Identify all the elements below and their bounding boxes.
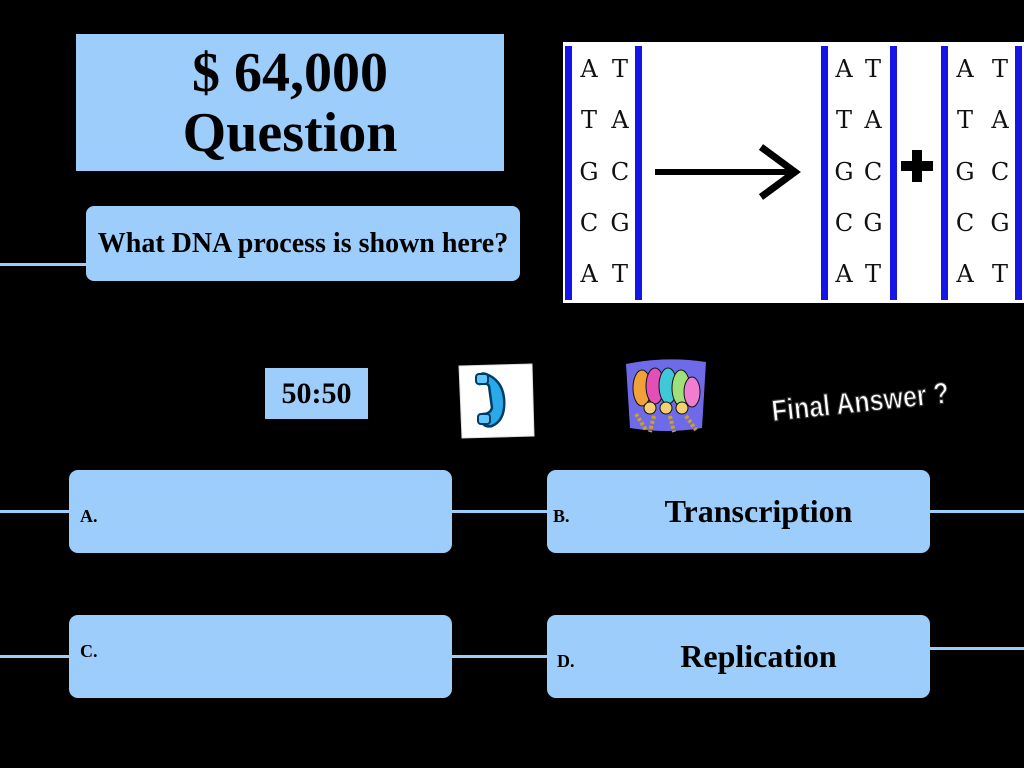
- product1-strand-bar-2: [890, 46, 897, 300]
- answer-row1-line-right: [928, 510, 1024, 513]
- question-connector-line: [0, 263, 90, 266]
- product2-base-2-left: T: [957, 106, 973, 134]
- product2-strand-bar-2: [1015, 46, 1022, 300]
- right-arrow-icon: [655, 144, 801, 200]
- answer-c-button[interactable]: C.: [69, 615, 452, 698]
- question-box: What DNA process is shown here?: [86, 206, 520, 281]
- product1-base-1-right: T: [865, 55, 881, 83]
- answer-d-button[interactable]: D. Replication: [547, 615, 930, 698]
- plus-icon: [901, 150, 933, 182]
- product2-base-1-right: T: [992, 55, 1008, 83]
- answer-row1-line-left: [0, 510, 70, 513]
- answer-row1-line-mid: [450, 510, 550, 513]
- product2-base-5-left: A: [955, 260, 974, 288]
- answer-d-text: Replication: [680, 638, 837, 674]
- answer-a-text: [109, 470, 452, 553]
- ask-the-audience-button[interactable]: [620, 358, 712, 436]
- left-strand-base-3-right: C: [611, 158, 629, 186]
- answer-c-text: [109, 615, 452, 698]
- product2-base-3-left: G: [955, 158, 974, 186]
- left-strand-base-5-right: T: [612, 260, 628, 288]
- product2-base-3-right: C: [991, 158, 1009, 186]
- answer-row2-line-mid: [450, 655, 550, 658]
- product1-base-4-left: C: [835, 209, 853, 237]
- answer-a-letter: A.: [80, 506, 98, 526]
- product2-strand-bar-1: [941, 46, 948, 300]
- prize-title: $ 64,000 Question: [76, 34, 504, 171]
- product1-base-5-right: T: [865, 260, 881, 288]
- fifty-fifty-label: 50:50: [281, 376, 352, 410]
- answer-b-text: Transcription: [664, 493, 853, 529]
- fifty-fifty-lifeline-button[interactable]: 50:50: [264, 367, 369, 420]
- left-strand-base-2-left: T: [581, 106, 597, 134]
- final-answer-button[interactable]: Final Answer ?: [765, 370, 955, 430]
- product1-base-1-left: A: [834, 55, 853, 83]
- phone-a-friend-button[interactable]: [456, 362, 535, 440]
- left-strand-base-4-right: G: [610, 209, 629, 237]
- final-answer-graphic: Final Answer ?: [769, 376, 951, 429]
- left-strand-base-3-left: G: [579, 158, 598, 186]
- prize-amount: $ 64,000: [192, 41, 388, 104]
- product1-base-5-left: A: [834, 260, 853, 288]
- left-strand-base-1-left: A: [579, 55, 598, 83]
- product2-base-4-right: G: [990, 209, 1009, 237]
- answer-a-button[interactable]: A.: [69, 470, 452, 553]
- product1-base-2-right: A: [863, 106, 882, 134]
- product1-base-4-right: G: [863, 209, 882, 237]
- left-strand-base-5-left: A: [579, 260, 598, 288]
- product1-strand-bar-1: [821, 46, 828, 300]
- prize-label: Question: [182, 101, 398, 164]
- left-strand-base-4-left: C: [580, 209, 598, 237]
- answer-b-button[interactable]: B. Transcription: [547, 470, 930, 553]
- question-text: What DNA process is shown here?: [97, 227, 509, 259]
- phone-icon: [458, 363, 535, 439]
- product2-base-5-right: T: [992, 260, 1008, 288]
- product2-base-1-left: A: [955, 55, 974, 83]
- answer-d-letter: D.: [557, 651, 575, 671]
- product2-base-2-right: A: [990, 106, 1009, 134]
- final-answer-label: Final Answer ?: [770, 377, 950, 428]
- answer-row2-line-right: [928, 647, 1024, 650]
- left-strand-base-2-right: A: [610, 106, 629, 134]
- answer-c-letter: C.: [80, 641, 98, 661]
- product1-base-3-left: G: [834, 158, 853, 186]
- product2-base-4-left: C: [956, 209, 974, 237]
- left-strand-base-1-right: T: [612, 55, 628, 83]
- audience-icon: [626, 359, 706, 433]
- answer-row2-line-left: [0, 655, 70, 658]
- answer-b-letter: B.: [553, 506, 570, 526]
- product1-base-3-right: C: [864, 158, 882, 186]
- left-strand-bar-2: [635, 46, 642, 300]
- left-strand-bar-1: [565, 46, 572, 300]
- product1-base-2-left: T: [836, 106, 852, 134]
